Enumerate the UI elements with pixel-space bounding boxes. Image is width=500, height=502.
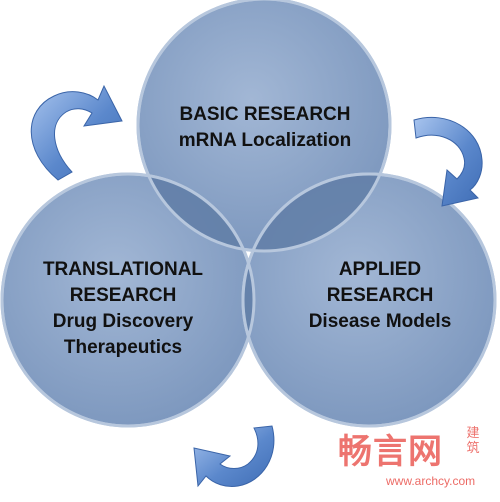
watermark-url: www.archcy.com [386, 474, 476, 488]
arrow-applied-to-translational [193, 425, 275, 488]
watermark-side-char: 筑 [466, 441, 480, 456]
label-line: Disease Models [308, 311, 452, 332]
arrow-basic-to-applied [413, 116, 483, 207]
label-line: BASIC RESEARCH [179, 104, 351, 125]
outline-basic [136, 0, 392, 253]
label-line: RESEARCH [326, 285, 434, 306]
label-basic-research: BASIC RESEARCH mRNA Localization [160, 102, 370, 154]
label-line: Therapeutics [63, 337, 183, 358]
watermark-side-text: 建 筑 [466, 426, 480, 456]
watermark-side-char: 建 [466, 426, 480, 441]
label-line: Drug Discovery [52, 311, 194, 332]
outline-translational [0, 172, 256, 428]
label-translational-research: TRANSLATIONAL RESEARCH Drug Discovery Th… [18, 257, 228, 361]
arrow-translational-to-basic [30, 84, 123, 181]
label-applied-research: APPLIED RESEARCH Disease Models [275, 257, 485, 335]
overlap-basic-applied [243, 174, 390, 251]
label-line: TRANSLATIONAL [42, 259, 204, 280]
outline-applied [241, 172, 497, 428]
watermark: 畅言网 建 筑 www.archcy.com [338, 424, 498, 494]
label-line: mRNA Localization [178, 130, 352, 151]
watermark-logo-text: 畅言网 [338, 432, 443, 472]
label-line: APPLIED [338, 259, 422, 280]
label-line: RESEARCH [69, 285, 177, 306]
